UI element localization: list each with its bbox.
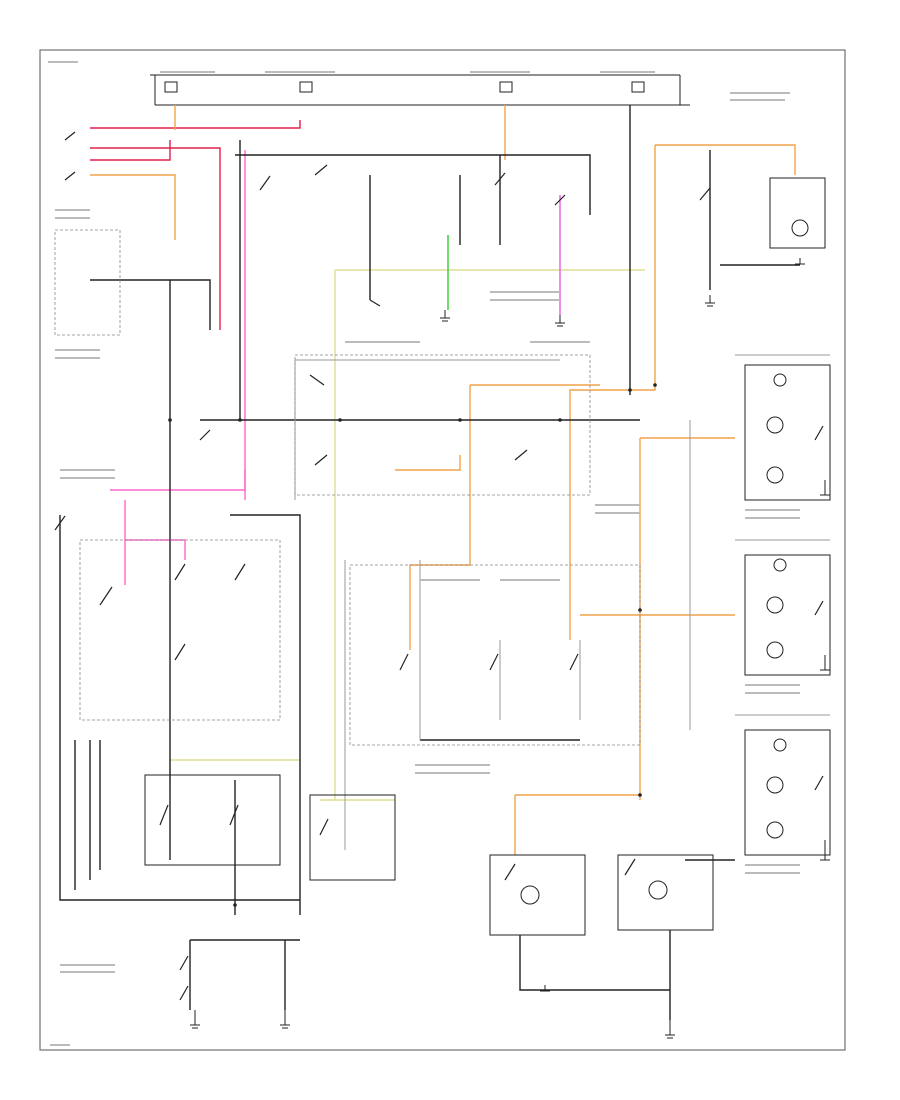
bottom-lamp-box-right bbox=[617, 854, 714, 931]
lamp-icon bbox=[773, 373, 787, 387]
switch-module-center bbox=[309, 794, 396, 881]
lamp-icon bbox=[648, 880, 668, 900]
top-right-lamp-box bbox=[769, 177, 826, 249]
lamp-icon bbox=[766, 776, 784, 794]
lamp-icon bbox=[766, 641, 784, 659]
lamp-icon bbox=[766, 416, 784, 434]
label-marks bbox=[48, 61, 800, 1046]
lamp-icon bbox=[773, 558, 787, 572]
top-dashed-box bbox=[294, 354, 591, 496]
ground-icon bbox=[190, 258, 830, 1039]
bottom-lamp-box-left bbox=[489, 854, 586, 936]
switch-icon bbox=[54, 131, 824, 1001]
lamp-icon bbox=[791, 219, 809, 237]
lamp-icon bbox=[773, 738, 787, 752]
red-wires bbox=[90, 120, 301, 330]
center-dashed-box bbox=[349, 564, 641, 746]
connector-icon bbox=[168, 383, 657, 907]
components bbox=[54, 177, 831, 936]
lamp-icon bbox=[520, 885, 540, 905]
pink-wires bbox=[110, 150, 246, 585]
left-dashed-box bbox=[79, 539, 281, 721]
gray-wires bbox=[294, 354, 830, 850]
orange-wires bbox=[174, 105, 796, 855]
lamp-icon bbox=[766, 466, 784, 484]
control-module-box bbox=[54, 229, 121, 336]
lamp-icon bbox=[766, 821, 784, 839]
yellow-wires bbox=[169, 269, 645, 801]
lamp-module-3 bbox=[744, 729, 831, 856]
switch-module-left bbox=[144, 774, 281, 866]
lamp-module-2 bbox=[744, 554, 831, 676]
diagram-frame bbox=[39, 49, 846, 1051]
lamp-icon bbox=[766, 596, 784, 614]
fuse-bus bbox=[150, 74, 690, 106]
black-wires bbox=[59, 105, 800, 1020]
lamp-module-1 bbox=[744, 364, 831, 501]
